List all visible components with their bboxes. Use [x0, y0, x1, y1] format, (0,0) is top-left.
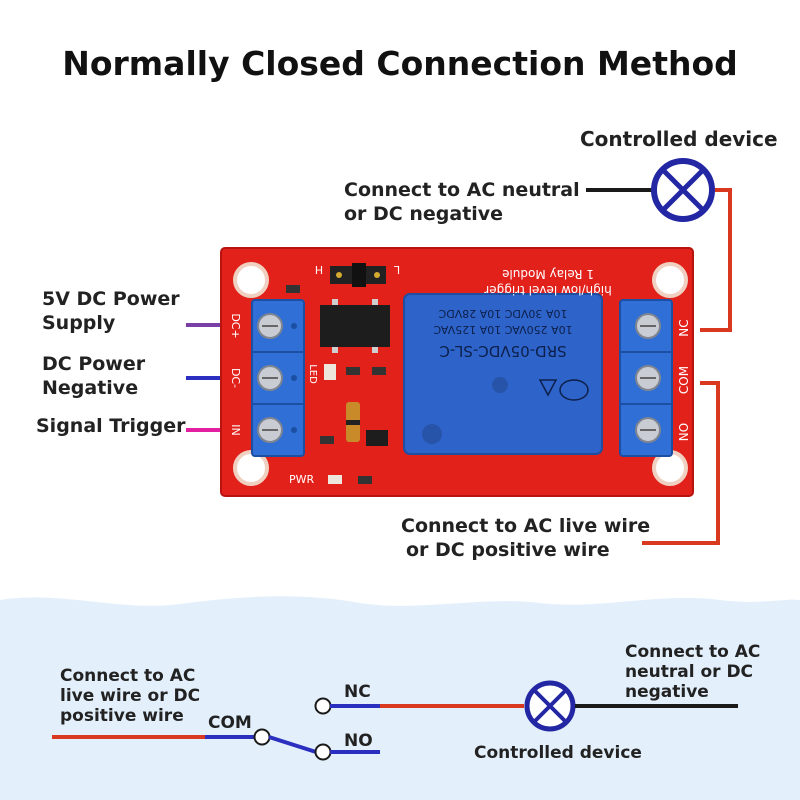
optocoupler-chip [320, 305, 390, 347]
smd-led [328, 475, 342, 484]
nc-label: NC [344, 682, 371, 702]
relay-rating-text: 10A 250VAC 10A 125VAC [433, 323, 573, 336]
bottom-live-label-line1: Connect to AC [60, 666, 196, 686]
bottom-neutral-label-line3: negative [625, 682, 709, 702]
led-label: LED [307, 364, 318, 384]
relay-component: SRD-05VDC-SL-C 10A 250VAC 10A 125VAC 10A… [403, 293, 603, 455]
terminal-label-no: NO [677, 423, 691, 441]
lamp-icon [651, 158, 715, 222]
no-label: NO [344, 731, 373, 751]
power-negative-label-line1: DC Power [42, 353, 146, 375]
bottom-lamp-icon [524, 680, 576, 732]
left-terminal-block [251, 299, 305, 457]
bottom-device-label: Controlled device [474, 743, 642, 763]
warning-triangle-icon [538, 379, 558, 397]
power-negative-label-line2: Negative [42, 377, 139, 399]
lamp-to-nc-wire [700, 188, 732, 332]
bottom-neutral-label-line2: neutral or DC [625, 662, 754, 682]
nc-contact [314, 697, 332, 715]
jumper-l-label: L [393, 263, 400, 276]
no-contact [314, 743, 332, 761]
wave-background [0, 596, 800, 800]
board-trigger-text: high/low level trigger [484, 283, 611, 297]
relay-model-text: SRD-05VDC-SL-C [439, 342, 566, 360]
bottom-neutral-label-line1: Connect to AC [625, 642, 761, 662]
ac-neutral-label-line2: or DC negative [344, 203, 504, 225]
ac-live-label-line2: or DC positive wire [406, 539, 610, 561]
right-terminal-block [619, 299, 673, 457]
cqc-mark-icon [559, 379, 589, 401]
page-title: Normally Closed Connection Method [62, 44, 738, 83]
pin-label-dc-plus: DC+ [229, 313, 242, 338]
bottom-live-label-line3: positive wire [60, 706, 184, 726]
ac-live-label-line1: Connect to AC live wire [401, 515, 651, 537]
controlled-device-label: Controlled device [580, 127, 778, 151]
smd-resistor [358, 476, 372, 484]
bottom-live-label-line2: live wire or DC [60, 686, 201, 706]
terminal-label-com: COM [677, 366, 691, 394]
terminal-label-nc: NC [677, 319, 691, 336]
transistor [366, 430, 388, 446]
jumper-header [330, 263, 386, 287]
nc-schematic [52, 680, 738, 761]
smd-resistor [286, 285, 300, 293]
com-to-live-wire [642, 381, 720, 545]
power-supply-label-line1: 5V DC Power [42, 288, 180, 310]
pin-label-dc-minus: DC- [229, 368, 242, 388]
smd-resistor [346, 367, 360, 375]
ac-neutral-label-line1: Connect to AC neutral [344, 179, 580, 201]
switch-arm [268, 735, 317, 754]
smd-resistor [372, 367, 386, 375]
pwr-label: PWR [289, 473, 315, 486]
relay-board: SRD-05VDC-SL-C 10A 250VAC 10A 125VAC 10A… [220, 247, 694, 497]
com-label: COM [208, 713, 252, 733]
com-contact [253, 728, 271, 746]
power-supply-label-line2: Supply [42, 312, 116, 334]
smd-resistor [320, 436, 334, 444]
board-module-text: 1 Relay Module [502, 267, 594, 281]
signal-trigger-label: Signal Trigger [36, 415, 186, 437]
relay-rating-text: 10A 30VDC 10A 28VDC [438, 307, 567, 320]
pin-label-in: IN [229, 424, 242, 435]
smd-led [324, 364, 336, 380]
jumper-h-label: H [315, 263, 323, 276]
